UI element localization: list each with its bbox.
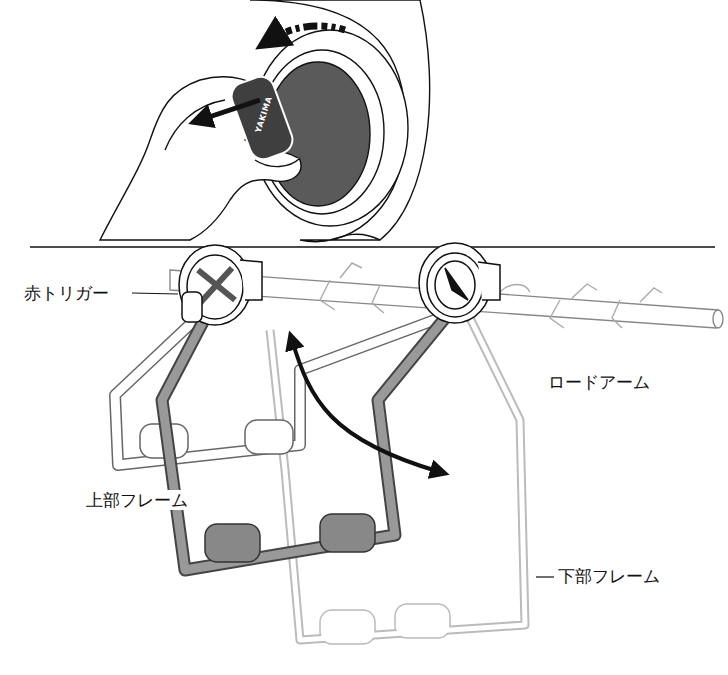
moving-frame (162, 312, 450, 570)
knob-inset (100, 0, 430, 242)
part-label: 上部フレーム (84, 490, 190, 510)
part-label: 下部フレーム (556, 566, 662, 586)
hub (179, 243, 500, 325)
part-label: 赤トリガー (22, 283, 111, 303)
divider-line (30, 246, 715, 248)
motion-arrow (292, 340, 440, 472)
part-label: ロードアーム (546, 372, 652, 392)
leader-line (536, 576, 554, 577)
leader-line (132, 293, 178, 294)
